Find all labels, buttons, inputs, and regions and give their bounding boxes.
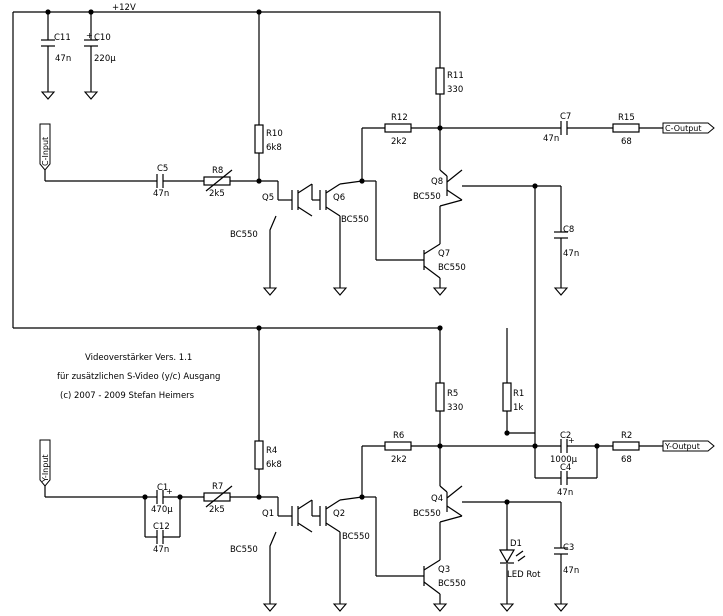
c-output-label: C-Output — [665, 124, 701, 133]
c12-value: 47n — [153, 545, 169, 555]
resistor-r2-symbol — [612, 441, 640, 451]
r2-value: 68 — [621, 455, 632, 465]
r5-ref: R5 — [447, 389, 458, 399]
q1-type: BC550 — [230, 545, 258, 555]
q2-type: BC550 — [342, 532, 370, 542]
c5-ref: C5 — [157, 164, 168, 174]
r11-ref: R11 — [447, 71, 464, 81]
svg-text:+: + — [86, 31, 93, 40]
wires — [12, 11, 663, 604]
q6-ref: Q6 — [333, 193, 345, 203]
r5-value: 330 — [447, 403, 463, 413]
resistor-r5-symbol — [435, 382, 445, 412]
resistors — [203, 67, 640, 508]
q3-type: BC550 — [438, 579, 466, 589]
c-output-port — [662, 122, 715, 134]
r7-value: 2k5 — [209, 505, 225, 515]
title-line-3: (c) 2007 - 2009 Stefan Heimers — [60, 391, 195, 401]
c2-value: 1000µ — [550, 455, 578, 465]
q6-type: BC550 — [341, 215, 369, 225]
resistor-r4-symbol — [254, 440, 264, 470]
r12-value: 2k2 — [391, 137, 407, 147]
q2-ref: Q2 — [333, 509, 345, 519]
led-d1-symbol — [498, 549, 526, 564]
c12-ref: C12 — [153, 522, 170, 532]
q5-ref: Q5 — [262, 193, 274, 203]
c5-value: 47n — [153, 189, 169, 199]
r4-value: 6k8 — [266, 460, 282, 470]
trimmer-r7-symbol — [203, 492, 231, 502]
r4-ref: R4 — [266, 446, 277, 456]
trimmer-r8-symbol — [203, 176, 231, 186]
resistor-r1-symbol — [502, 382, 512, 412]
r15-ref: R15 — [618, 113, 635, 123]
r6-value: 2k2 — [391, 455, 407, 465]
q7-type: BC550 — [438, 263, 466, 273]
transistor-bodies — [291, 190, 327, 526]
q8-ref: Q8 — [431, 177, 443, 187]
c7-value: 47n — [543, 134, 559, 144]
y-input-label: Y-Input — [41, 454, 50, 483]
supply-label: +12V — [112, 3, 136, 13]
c10-ref: C10 — [94, 33, 111, 43]
q1-ref: Q1 — [262, 509, 274, 519]
d1-ref: D1 — [510, 539, 522, 549]
svg-text:+: + — [568, 436, 575, 445]
y-output-port — [662, 440, 715, 452]
c8-ref: C8 — [563, 225, 574, 235]
r8-ref: R8 — [212, 166, 223, 176]
title-line-1: Videoverstärker Vers. 1.1 — [85, 353, 192, 363]
r1-ref: R1 — [513, 389, 524, 399]
c11-value: 47n — [55, 54, 71, 64]
c7-ref: C7 — [560, 112, 571, 122]
y-output-label: Y-Output — [664, 442, 700, 451]
r7-ref: R7 — [212, 482, 223, 492]
r2-ref: R2 — [621, 431, 632, 441]
y-input-port — [39, 439, 51, 487]
resistor-r11-symbol — [435, 67, 445, 95]
r10-value: 6k8 — [266, 143, 282, 153]
resistor-r10-symbol — [254, 124, 264, 154]
c4-value: 47n — [557, 488, 573, 498]
c2-ref: C2 — [560, 431, 571, 441]
q5-type: BC550 — [230, 230, 258, 240]
c-input-label: C-Input — [41, 137, 50, 166]
q4-ref: Q4 — [431, 494, 443, 504]
r11-value: 330 — [447, 85, 463, 95]
q7-ref: Q7 — [438, 249, 450, 259]
title-line-2: für zusätzlichen S-Video (y/c) Ausgang — [57, 372, 220, 382]
labels: +12V C11 47n C10 220µ R11 330 R10 6k8 R1… — [41, 3, 701, 589]
ground-symbols — [40, 91, 569, 612]
resistor-r12-symbol — [384, 123, 412, 133]
d1-value: LED Rot — [507, 570, 541, 580]
r6-ref: R6 — [393, 431, 404, 441]
c11-ref: C11 — [54, 33, 71, 43]
c4-ref: C4 — [560, 463, 571, 473]
r10-ref: R10 — [266, 129, 283, 139]
r12-ref: R12 — [391, 113, 408, 123]
svg-text:+: + — [166, 487, 173, 496]
c1-value: 470µ — [151, 505, 173, 515]
c10-value: 220µ — [94, 54, 116, 64]
q4-type: BC550 — [413, 509, 441, 519]
r15-value: 68 — [621, 137, 632, 147]
c-input-port — [39, 123, 51, 171]
junction-dots — [45, 9, 600, 505]
capacitors: + + + — [41, 31, 575, 555]
q8-type: BC550 — [413, 192, 441, 202]
resistor-r6-symbol — [384, 441, 412, 451]
q3-ref: Q3 — [438, 565, 450, 575]
resistor-r15-symbol — [612, 123, 640, 133]
c3-value: 47n — [563, 566, 579, 576]
r8-value: 2k5 — [209, 189, 225, 199]
c3-ref: C3 — [563, 543, 574, 553]
c8-value: 47n — [563, 249, 579, 259]
c1-ref: C1 — [157, 483, 168, 493]
r1-value: 1k — [513, 403, 523, 413]
